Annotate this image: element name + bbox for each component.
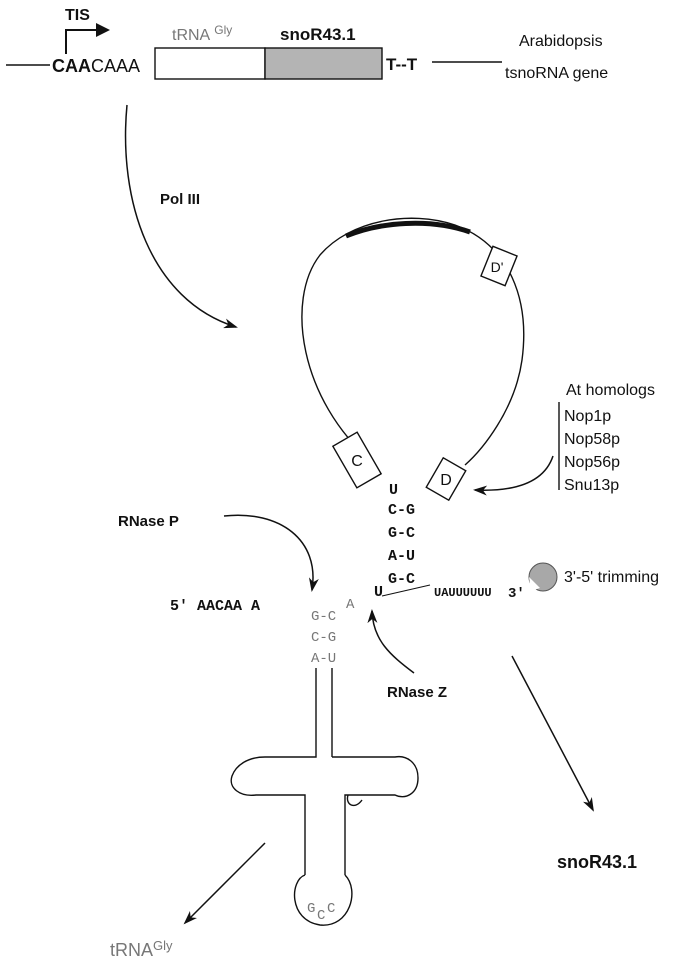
homologs-block: At homologs Nop1p Nop58p Nop56p Snu13p bbox=[473, 382, 655, 496]
rnase-p-label: RNase P bbox=[118, 513, 179, 530]
stem-pair-3: A-U bbox=[388, 548, 415, 565]
c-box: C bbox=[331, 431, 383, 489]
snorna-product-label: snoR43.1 bbox=[557, 852, 637, 872]
snorna-stem: U C-G G-C A-U G-C U bbox=[374, 482, 415, 601]
anticodon-c1: C bbox=[317, 908, 325, 924]
homolog-nop56p: Nop56p bbox=[564, 454, 620, 471]
trna-anticodon-arm-left bbox=[265, 794, 306, 875]
terminator-label: T--T bbox=[386, 55, 418, 74]
anticodon-c2: C bbox=[327, 901, 335, 917]
c-box-rect bbox=[331, 431, 383, 489]
tail-3prime: 3' bbox=[508, 586, 525, 602]
organism-label: Arabidopsis bbox=[519, 33, 603, 50]
trna-pair-2: C-G bbox=[311, 630, 336, 646]
snorna-gene-label: snoR43.1 bbox=[280, 25, 356, 44]
rnase-z-label: RNase Z bbox=[387, 684, 447, 701]
homolog-nop1p: Nop1p bbox=[564, 408, 611, 425]
snorna-loop: D' C D bbox=[301, 217, 525, 502]
rnase-p-arrow bbox=[223, 514, 319, 592]
homolog-nop58p: Nop58p bbox=[564, 431, 620, 448]
snorna-gene-box bbox=[264, 47, 383, 80]
trna-pair-3: A-U bbox=[311, 651, 336, 667]
pol3-label: Pol III bbox=[160, 191, 200, 208]
trna-acceptor-stem: G-C C-G A-U A bbox=[311, 597, 355, 667]
homologs-arrow bbox=[473, 455, 554, 496]
promoter-sequence: CAACAAA bbox=[52, 56, 140, 76]
trna-t-loop bbox=[332, 755, 419, 798]
trna-left-strand bbox=[265, 668, 317, 758]
trna-pair-1: G-C bbox=[311, 609, 336, 625]
tis-arrow-line bbox=[65, 29, 98, 54]
d-box-rect bbox=[425, 456, 467, 502]
anticodon-g: G bbox=[307, 901, 315, 917]
trna-extra-a: A bbox=[346, 597, 355, 613]
trna-variable-loop bbox=[346, 794, 363, 807]
trna-cloverleaf bbox=[230, 668, 419, 926]
d-box-label: D bbox=[440, 472, 452, 489]
trna-d-loop bbox=[230, 756, 266, 796]
c-box-label: C bbox=[351, 453, 363, 470]
trna-product-arrow bbox=[183, 842, 266, 925]
trna-anticodon-loop bbox=[293, 874, 353, 926]
tail-connector bbox=[381, 584, 431, 597]
exonuclease-mouth bbox=[529, 577, 540, 591]
pol3-arrow bbox=[124, 104, 238, 329]
snorna-loop-line bbox=[301, 217, 525, 466]
rnase-z-arrow bbox=[367, 609, 415, 674]
gene-type-label: tsnoRNA gene bbox=[505, 65, 608, 82]
stem-u-bottom: U bbox=[374, 584, 383, 601]
d-box: D bbox=[425, 456, 467, 502]
trna-anticodon: G C C bbox=[307, 901, 335, 924]
tail-sequence: UAUUUUUU bbox=[434, 586, 492, 600]
tis-arrow-icon bbox=[96, 23, 110, 37]
d-prime-box-rect bbox=[480, 245, 518, 287]
trimming-label: 3'-5' trimming bbox=[564, 569, 659, 586]
d-prime-box-label: D' bbox=[491, 259, 504, 275]
d-prime-box: D' bbox=[480, 245, 518, 287]
stem-pair-2: G-C bbox=[388, 525, 415, 542]
guide-region-line bbox=[345, 220, 471, 239]
stem-pair-4: G-C bbox=[388, 571, 415, 588]
snorna-product-arrow bbox=[511, 655, 594, 812]
trna-gene-box bbox=[154, 47, 266, 80]
trna-anticodon-arm-right bbox=[344, 794, 362, 875]
homolog-snu13p: Snu13p bbox=[564, 477, 619, 494]
stem-u-top: U bbox=[389, 482, 398, 499]
tis-label: TIS bbox=[65, 7, 90, 24]
stem-pair-1: C-G bbox=[388, 502, 415, 519]
trna-product-label: tRNAGly bbox=[110, 938, 173, 960]
homologs-title: At homologs bbox=[566, 382, 655, 399]
